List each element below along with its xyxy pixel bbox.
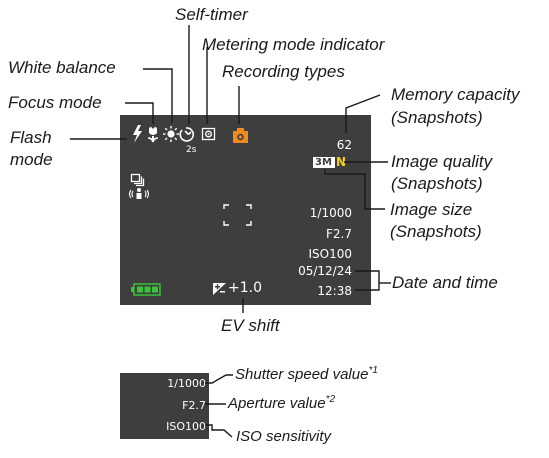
label-date-time: Date and time bbox=[392, 273, 498, 292]
quality-value: N bbox=[336, 155, 347, 169]
iso-value: ISO100 bbox=[308, 247, 352, 261]
aperture-text: Aperture value bbox=[228, 395, 326, 412]
detail-iso-value: ISO100 bbox=[166, 420, 206, 433]
label-ev-shift: EV shift bbox=[221, 316, 280, 335]
ev-shift-value: +1.0 bbox=[228, 280, 262, 296]
label-focus-mode: Focus mode bbox=[8, 93, 102, 112]
memory-count: 62 bbox=[336, 138, 352, 152]
label-flash-mode-line1: Flash bbox=[10, 128, 52, 147]
continuous-shooting-icon bbox=[130, 173, 145, 187]
image-size-box bbox=[313, 157, 335, 168]
label-flash-mode-line2: mode bbox=[10, 150, 53, 169]
camera-lcd-screen bbox=[120, 115, 371, 305]
label-iso-sensitivity: ISO sensitivity bbox=[236, 428, 332, 445]
aperture-value: F2.7 bbox=[326, 227, 352, 241]
metering-icon bbox=[201, 127, 216, 141]
label-image-size-line2: (Snapshots) bbox=[390, 222, 482, 241]
label-image-quality-line2: (Snapshots) bbox=[391, 174, 483, 193]
label-aperture: Aperture value*2 bbox=[228, 395, 335, 413]
time-value: 12:38 bbox=[317, 284, 352, 298]
self-timer-value: 2s bbox=[186, 145, 197, 155]
label-memory-capacity-line1: Memory capacity bbox=[391, 85, 520, 104]
battery-icon bbox=[131, 283, 161, 296]
detail-aperture-value: F2.7 bbox=[182, 399, 206, 412]
flash-icon bbox=[133, 125, 142, 143]
label-white-balance: White balance bbox=[8, 58, 116, 77]
image-size-value: 3M bbox=[315, 157, 332, 168]
detail-lcd-screen bbox=[120, 373, 209, 439]
label-recording-types: Recording types bbox=[222, 62, 345, 81]
anti-shake-icon bbox=[128, 188, 150, 199]
shutter-speed-text: Shutter speed value bbox=[235, 366, 369, 383]
label-self-timer: Self-timer bbox=[175, 5, 248, 24]
focus-frame-icon bbox=[223, 204, 252, 226]
date-value: 05/12/24 bbox=[298, 264, 352, 278]
shutter-speed-value: 1/1000 bbox=[309, 206, 352, 220]
label-metering-mode: Metering mode indicator bbox=[202, 35, 385, 54]
label-image-quality-line1: Image quality bbox=[391, 152, 493, 171]
camera-recording-icon bbox=[233, 128, 248, 143]
white-balance-sun-icon bbox=[163, 126, 179, 142]
shutter-note: *1 bbox=[368, 365, 378, 376]
label-memory-capacity-line2: (Snapshots) bbox=[391, 108, 483, 127]
self-timer-icon bbox=[179, 127, 194, 142]
ev-shift-icon bbox=[213, 283, 226, 295]
label-image-size-line1: Image size bbox=[390, 200, 473, 219]
macro-focus-icon bbox=[147, 127, 159, 143]
aperture-note: *2 bbox=[325, 394, 336, 405]
detail-shutter-value: 1/1000 bbox=[167, 377, 206, 390]
label-shutter-speed: Shutter speed value*1 bbox=[235, 366, 378, 384]
